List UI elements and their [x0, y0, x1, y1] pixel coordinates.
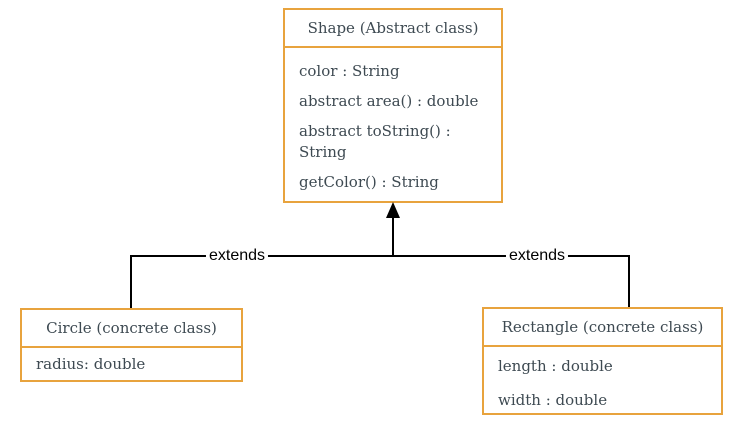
class-box-shape: Shape (Abstract class) color : String ab… — [283, 8, 503, 203]
member-radius: radius: double — [36, 355, 146, 373]
rectangle-inheritance-edge-vertical-line — [628, 256, 630, 307]
class-members-circle: radius: double — [22, 348, 241, 375]
member-abstract-area: abstract area() : double — [299, 92, 479, 110]
member-abstract-tostring: abstract toString() : String — [299, 122, 451, 161]
class-box-circle: Circle (concrete class) radius: double — [20, 308, 243, 382]
class-members-rectangle: length : double width : double — [484, 347, 721, 411]
class-box-rectangle: Rectangle (concrete class) length : doub… — [482, 307, 723, 415]
shape-inheritance-edge-vertical-line — [392, 216, 394, 257]
extends-label-circle: extends — [205, 247, 269, 265]
class-members-shape: color : String abstract area() : double … — [285, 48, 501, 193]
class-title-shape: Shape (Abstract class) — [285, 10, 501, 48]
extends-label-rectangle: extends — [505, 247, 569, 265]
inheritance-arrowhead-icon — [386, 202, 400, 218]
class-title-circle: Circle (concrete class) — [22, 310, 241, 348]
member-length: length : double — [498, 357, 613, 375]
inheritance-edge-horizontal-line — [130, 255, 630, 257]
circle-inheritance-edge-vertical-line — [130, 256, 132, 308]
member-getcolor: getColor() : String — [299, 173, 439, 191]
member-width: width : double — [498, 391, 608, 409]
class-title-rectangle: Rectangle (concrete class) — [484, 309, 721, 347]
member-color: color : String — [299, 62, 400, 80]
